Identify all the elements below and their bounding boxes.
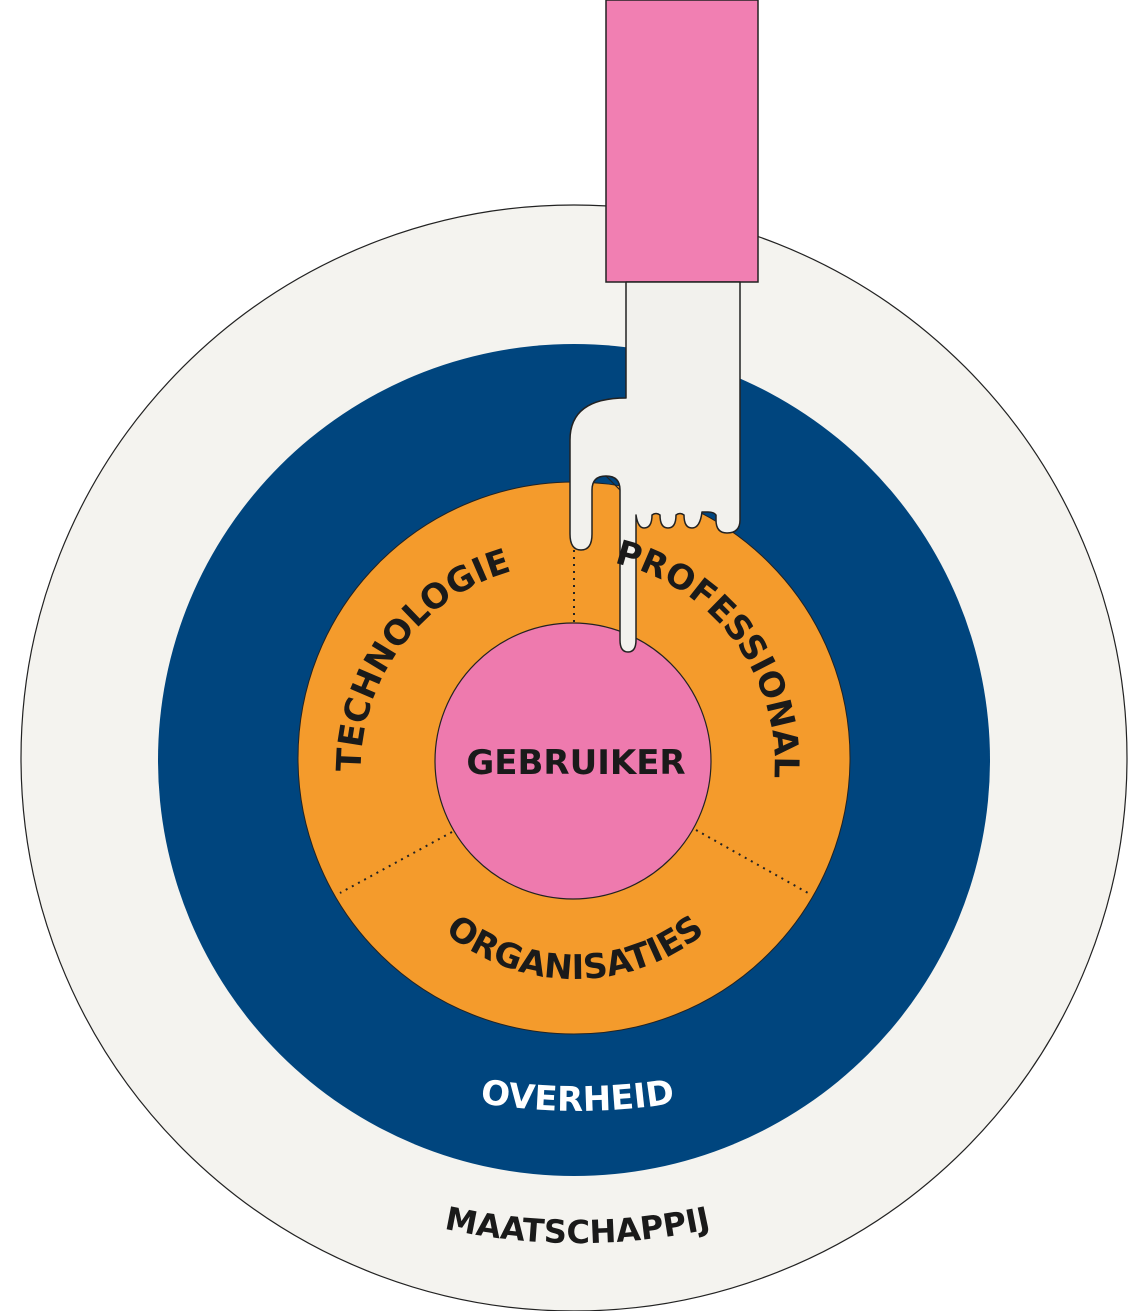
center-user-circle <box>434 622 712 900</box>
hand-with-fork-icon <box>569 0 759 653</box>
segment-dividers <box>339 548 809 894</box>
ring-label-overheid: OVERHEID <box>478 1072 676 1120</box>
ring-label-overheid-wrap: OVERHEID <box>478 1072 676 1120</box>
center-label-user: GEBRUIKER <box>466 743 685 783</box>
